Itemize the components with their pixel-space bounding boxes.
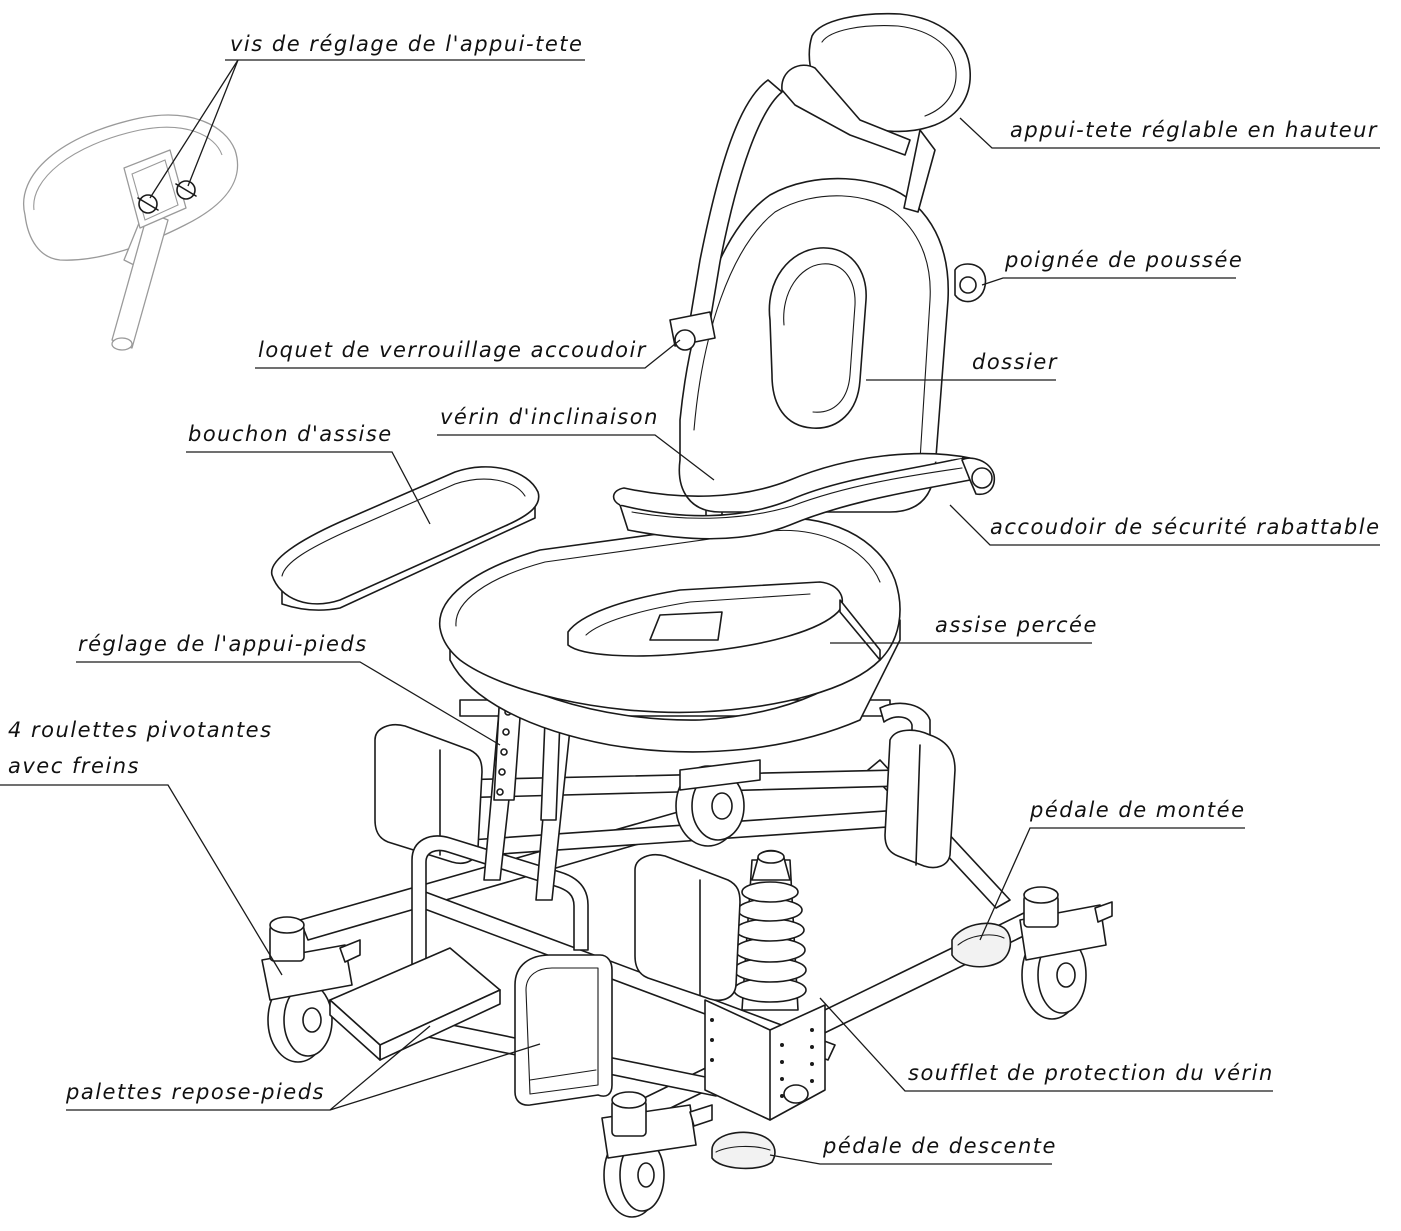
leg-pads: [374, 724, 956, 1001]
label-seat-plug: bouchon d'assise: [188, 422, 393, 446]
label-push-handle: poignée de poussée: [1005, 248, 1244, 272]
label-footrests: palettes repose-pieds: [66, 1080, 325, 1104]
caster-front-left: [261, 916, 361, 1063]
label-headrest: appui-tete réglable en hauteur: [1010, 118, 1379, 142]
seat-plug-part: [271, 466, 540, 611]
label-casters-line1: 4 roulettes pivotantes: [8, 718, 273, 742]
label-casters-line2: avec freins: [8, 754, 140, 778]
label-bellows: soufflet de protection du vérin: [908, 1061, 1274, 1085]
leader-lines: [0, 59, 1380, 1165]
label-armrest-latch: loquet de verrouillage accoudoir: [258, 338, 647, 362]
caster-rear-right: [1019, 886, 1113, 1020]
caster-front-right: [601, 1091, 713, 1218]
safety-armrest-part: [612, 452, 996, 540]
headrest-detail: [23, 114, 239, 351]
bellows-part: [733, 849, 807, 1011]
label-headrest-screws: vis de réglage de l'appui-tete: [230, 32, 584, 56]
label-cutout-seat: assise percée: [935, 613, 1098, 637]
label-down-pedal: pédale de descente: [823, 1134, 1057, 1158]
backrest-part: [678, 177, 950, 513]
latch-and-handle: [669, 263, 987, 351]
label-backrest: dossier: [972, 350, 1058, 374]
label-safety-armrest: accoudoir de sécurité rabattable: [990, 515, 1381, 539]
label-footrest-adjust: réglage de l'appui-pieds: [78, 632, 368, 656]
label-tilt-cylinder: vérin d'inclinaison: [440, 405, 659, 429]
chair-headrest-part: [689, 12, 971, 323]
label-up-pedal: pédale de montée: [1030, 798, 1246, 822]
seat-part: [438, 517, 901, 753]
caster-rear-left: [675, 759, 761, 847]
